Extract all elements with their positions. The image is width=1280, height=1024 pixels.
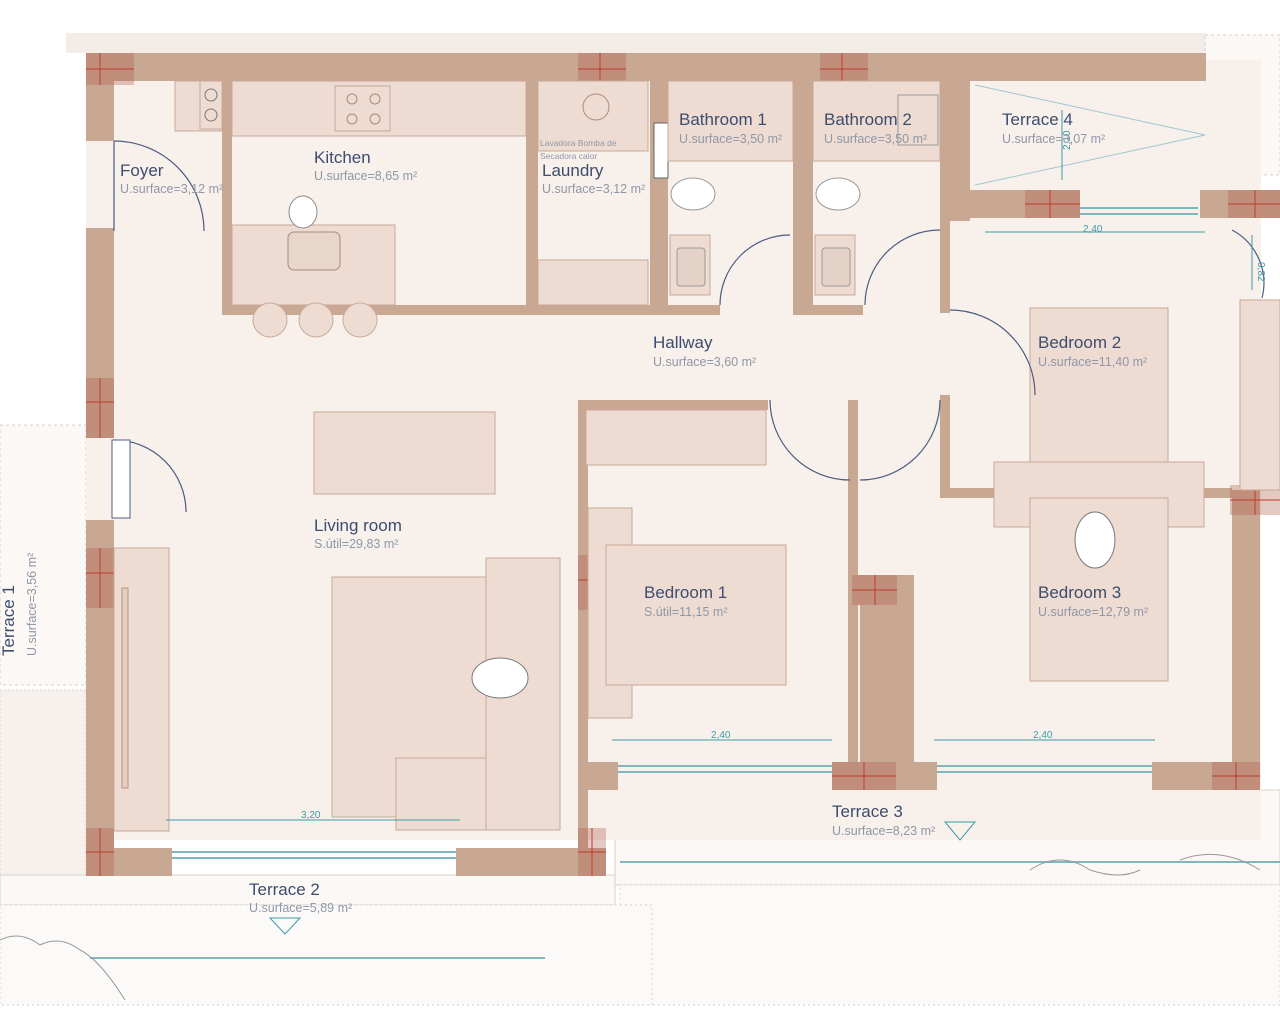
room-area: U.surface=3,07 m² (1002, 132, 1105, 146)
room-area: S.útil=11,15 m² (644, 605, 728, 619)
room-name: Bathroom 2 (824, 110, 912, 129)
room-name: Terrace 4 (1002, 110, 1073, 129)
room-area: U.surface=3,50 m² (824, 132, 927, 146)
room-area: U.surface=3,12 m² (120, 182, 223, 196)
room-area: U.surface=3,56 m² (25, 553, 39, 656)
dimension-label: 0,82 (1255, 262, 1266, 282)
room-area: S.útil=29,83 m² (314, 537, 398, 551)
room-area: U.surface=3,60 m² (653, 355, 756, 369)
dimension-label: 3,20 (301, 810, 321, 821)
doors (111, 84, 1265, 519)
dimension-label: 2,40 (1083, 224, 1103, 235)
room-area: U.surface=3,12 m² (542, 182, 645, 196)
entrance-markers (268, 821, 977, 935)
room-name: Laundry (542, 161, 604, 180)
room-name: Bathroom 1 (679, 110, 767, 129)
dimension-label: 2,40 (711, 730, 731, 741)
dimension-labels: 2,40 2,40 2,40 3,20 2,10 0,82 (301, 130, 1266, 821)
room-name: Terrace 1 (0, 585, 18, 656)
room-name: Bedroom 2 (1038, 333, 1121, 352)
landscaping (0, 853, 1261, 1001)
room-area: U.surface=12,79 m² (1038, 605, 1148, 619)
room-name: Terrace 2 (249, 880, 320, 899)
room-name: Hallway (653, 333, 713, 352)
room-name: Bedroom 1 (644, 583, 727, 602)
room-name: Terrace 3 (832, 802, 903, 821)
dimension-label: 2,10 (1062, 130, 1073, 150)
room-name: Kitchen (314, 148, 371, 167)
room-area: U.surface=11,40 m² (1038, 355, 1147, 369)
room-name: Living room (314, 516, 402, 535)
dimension-label: 2,40 (1033, 730, 1053, 741)
room-name: Bedroom 3 (1038, 583, 1121, 602)
room-labels: Foyer U.surface=3,12 m² Kitchen U.surfac… (0, 110, 1148, 915)
dimension-lines (166, 110, 1253, 821)
furniture (113, 80, 1280, 832)
room-name: Foyer (120, 161, 164, 180)
appliance-note: Secadora calor (540, 151, 597, 161)
room-area: U.surface=8,65 m² (314, 169, 417, 183)
windows (90, 207, 1280, 959)
room-area: U.surface=3,50 m² (679, 132, 782, 146)
room-area: U.surface=8,23 m² (832, 824, 935, 838)
room-area: U.surface=5,89 m² (249, 901, 352, 915)
appliance-note: Lavadora Bomba de (540, 138, 617, 148)
